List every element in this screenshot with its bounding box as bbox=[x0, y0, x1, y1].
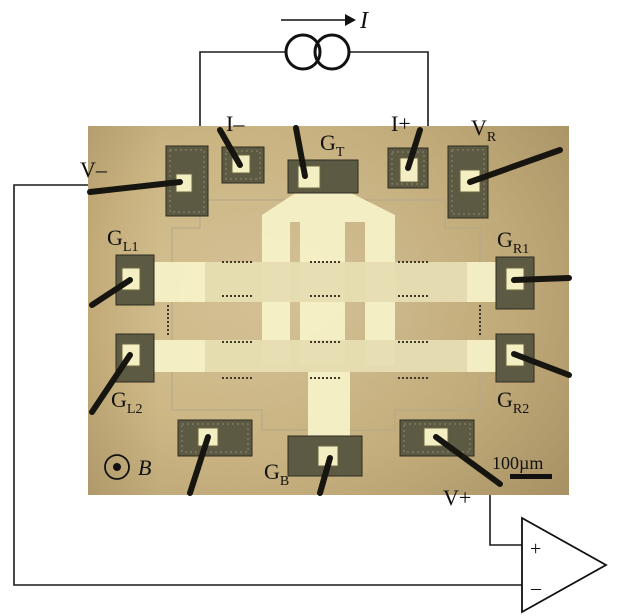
v-minus-label: V– bbox=[80, 157, 108, 182]
g-l2-label: GL2 bbox=[111, 387, 142, 417]
g-l1-label: GL1 bbox=[107, 225, 138, 255]
pad-g-l1 bbox=[115, 254, 155, 306]
amp-plus-label: + bbox=[530, 538, 541, 560]
op-amp-icon bbox=[521, 516, 608, 614]
current-arrow-icon bbox=[281, 14, 356, 26]
current-source-icon bbox=[284, 33, 351, 71]
pad-g-t bbox=[287, 159, 359, 194]
g-r1-label: GR1 bbox=[497, 227, 529, 257]
current-label: I bbox=[359, 8, 369, 34]
mesa-bottom bbox=[308, 372, 350, 442]
g-r2-label: GR2 bbox=[497, 387, 529, 417]
v-plus-wire bbox=[489, 495, 530, 546]
g-t-label: GT bbox=[320, 130, 345, 160]
dot-in-circle-icon bbox=[104, 454, 130, 480]
chip-labels: I– I+ GT VR V– GL1 GR1 GL2 GR2 GB V+ bbox=[80, 111, 529, 510]
bond-wires bbox=[87, 125, 572, 496]
v-minus-wire bbox=[13, 184, 530, 586]
amp-minus-label: – bbox=[530, 577, 542, 599]
pad-g-b bbox=[287, 435, 363, 477]
scale-bar-label: 100µm bbox=[492, 453, 543, 473]
v-plus-label: V+ bbox=[443, 485, 471, 510]
pad-bottom-left bbox=[177, 419, 253, 457]
mesa-channel-lower bbox=[152, 340, 502, 372]
current-loop-wire bbox=[199, 51, 429, 126]
external-circuit: I + – bbox=[13, 8, 608, 614]
field-label: B bbox=[138, 455, 151, 480]
i-minus-label: I– bbox=[226, 111, 245, 136]
cross-band-lower bbox=[205, 340, 467, 372]
i-plus-label: I+ bbox=[391, 111, 411, 136]
comb-electrodes bbox=[167, 261, 481, 379]
pad-g-l2 bbox=[115, 333, 155, 383]
v-r-label: VR bbox=[471, 115, 497, 145]
chip-micrograph: B 100µm bbox=[87, 125, 572, 496]
scale-bar bbox=[510, 474, 552, 479]
g-b-label: GB bbox=[264, 459, 289, 489]
pad-g-r1 bbox=[495, 256, 535, 310]
